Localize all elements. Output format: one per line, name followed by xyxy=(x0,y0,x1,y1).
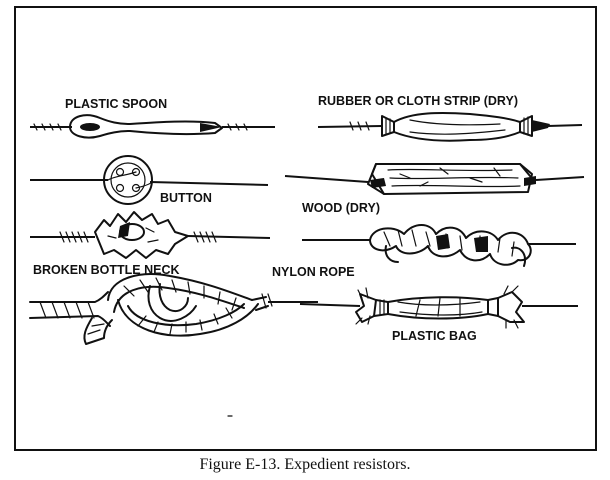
nylon-rope-drawing xyxy=(29,273,318,345)
label-wood-dry: WOOD (DRY) xyxy=(302,201,380,215)
wood-drawing xyxy=(284,163,585,195)
label-nylon-rope: NYLON ROPE xyxy=(272,265,355,279)
label-button: BUTTON xyxy=(160,191,212,205)
label-rubber-cloth-strip: RUBBER OR CLOTH STRIP (DRY) xyxy=(318,94,518,108)
label-plastic-bag: PLASTIC BAG xyxy=(392,329,477,343)
label-plastic-spoon: PLASTIC SPOON xyxy=(65,97,167,111)
rubber-cloth-strip-drawing xyxy=(317,111,583,142)
twisted-rope-drawing xyxy=(302,224,576,267)
broken-bottle-neck-drawing xyxy=(30,211,271,259)
plastic-spoon-drawing xyxy=(30,114,275,139)
figure-frame xyxy=(14,6,597,451)
figure-caption: Figure E-13. Expedient resistors. xyxy=(199,456,410,473)
plastic-bag-drawing xyxy=(299,285,578,329)
button-drawing xyxy=(30,155,269,205)
